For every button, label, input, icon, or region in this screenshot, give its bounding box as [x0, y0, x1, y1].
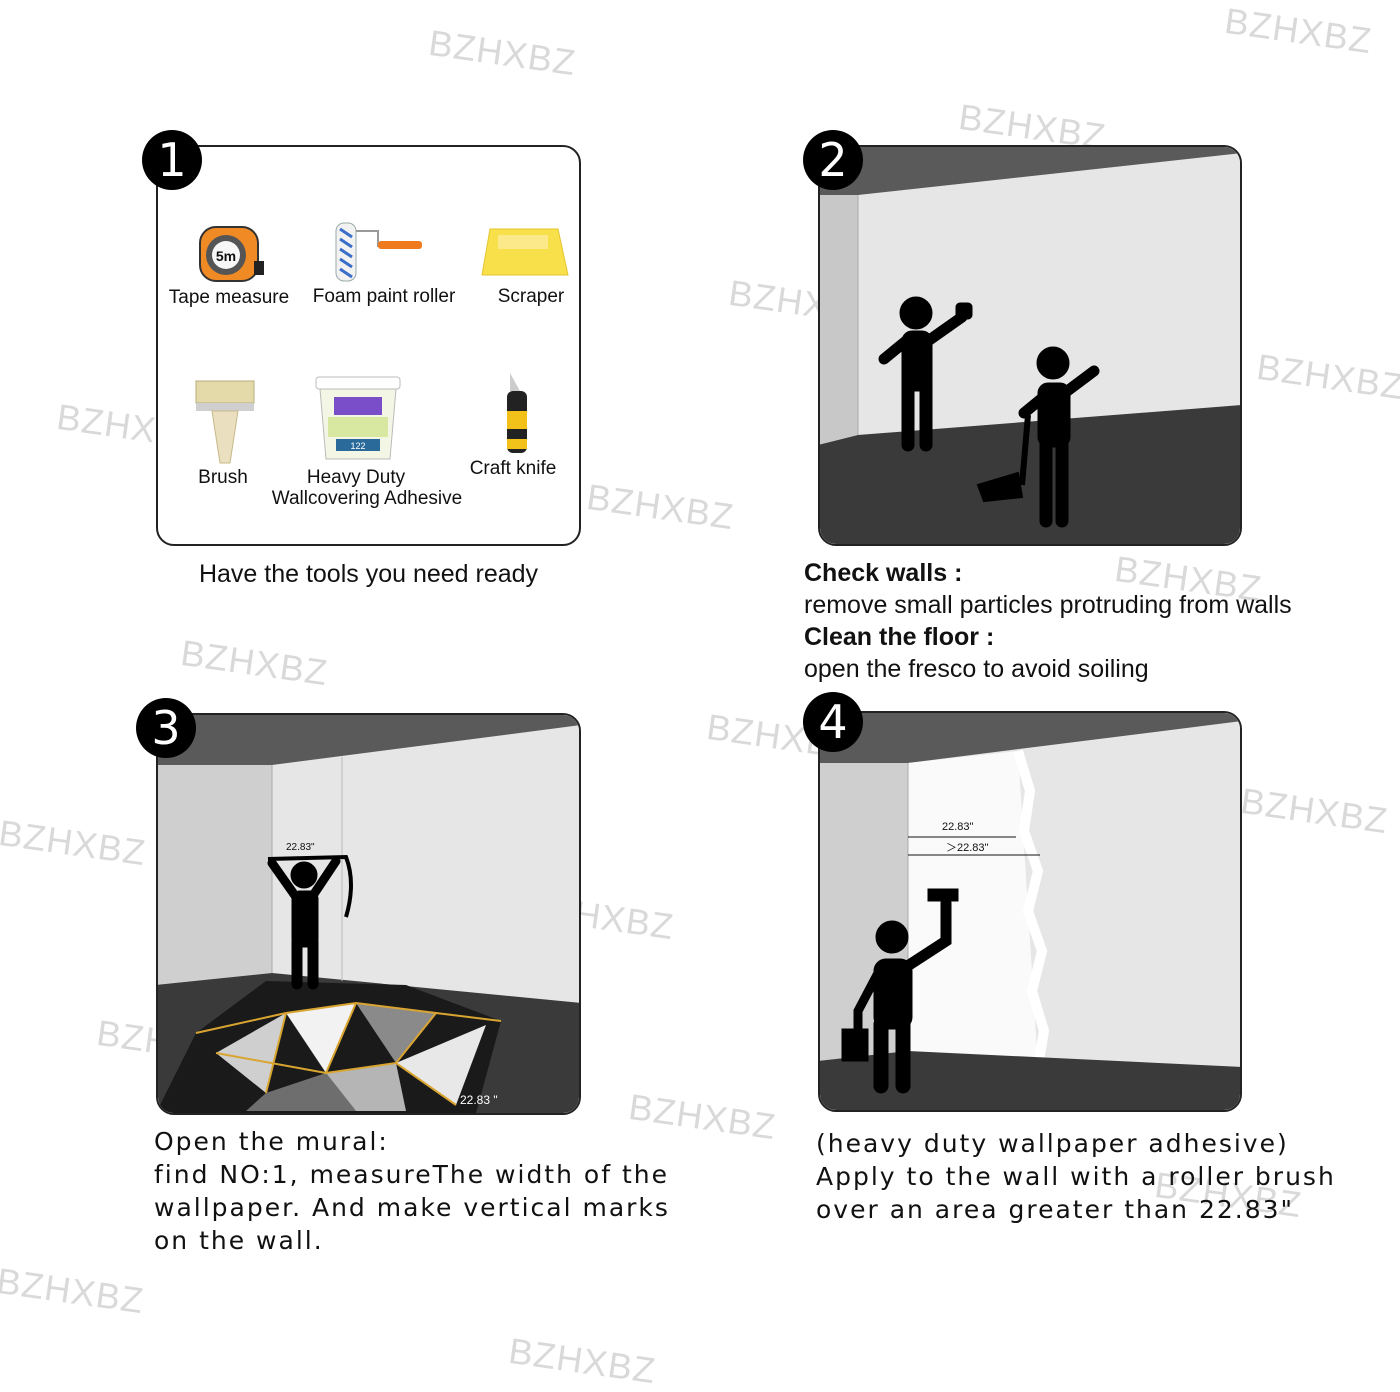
person-cleaning-wall-icon	[878, 296, 973, 452]
step-4-text: Apply to the wall with a roller brush	[816, 1162, 1336, 1191]
measure-label: ＞22.83"	[946, 842, 989, 854]
watermark: BZHXBZ	[1238, 780, 1391, 842]
person-mopping-floor-icon	[976, 346, 1100, 528]
tool-label: Heavy Duty	[306, 467, 406, 488]
step-number-badge: 4	[803, 692, 863, 752]
step-3-text: on the wall.	[154, 1226, 324, 1255]
step-2-text-floor: open the fresco to avoid soiling	[804, 655, 1149, 683]
measure-label: 22.83"	[942, 821, 974, 833]
measure-label: 22.83"	[286, 842, 315, 853]
watermark: BZHXBZ	[506, 1330, 659, 1392]
step-3-text: find NO:1, measureThe width of the	[154, 1160, 669, 1189]
step-4-text: (heavy duty wallpaper adhesive)	[816, 1129, 1289, 1158]
watermark: BZHXBZ	[626, 1086, 779, 1148]
svg-text:5m: 5m	[216, 248, 236, 264]
step-3-heading: Open the mural:	[154, 1127, 389, 1156]
watermark: BZHXBZ	[0, 1260, 147, 1322]
watermark: BZHXBZ	[0, 812, 149, 874]
step-2-text-walls: remove small particles protruding from w…	[804, 591, 1292, 619]
svg-text:122: 122	[350, 441, 365, 451]
step-number-badge: 2	[803, 130, 863, 190]
room-panel: 22.83" ＞22.83"	[818, 711, 1242, 1112]
tool-label: Foam paint roller	[312, 286, 456, 307]
tape-measure-icon: 5m	[199, 226, 264, 282]
room-panel	[818, 145, 1242, 546]
paint-roller-icon	[335, 222, 422, 282]
tool-label: Tape measure	[168, 287, 290, 308]
tool-label: Wallcovering Adhesive	[271, 488, 463, 509]
step-number-badge: 1	[142, 130, 202, 190]
person-rolling-adhesive-icon	[841, 888, 959, 1094]
person-measuring-icon	[267, 854, 353, 990]
watermark: BZHXBZ	[1254, 346, 1400, 408]
step-2-heading-floor: Clean the floor :	[804, 623, 995, 651]
scraper-icon	[481, 228, 569, 276]
room-panel: 22.83" 22.83 "	[156, 713, 581, 1115]
craft-knife-icon	[507, 373, 527, 453]
tool-label: Brush	[198, 467, 248, 488]
tool-label: Craft knife	[469, 458, 557, 479]
step-2-heading-walls: Check walls :	[804, 559, 963, 587]
watermark: BZHXBZ	[584, 476, 737, 538]
step-3-text: wallpaper. And make vertical marks	[154, 1193, 670, 1222]
mural-floor-pattern	[158, 981, 502, 1113]
watermark: BZHXBZ	[178, 632, 331, 694]
watermark: BZHXBZ	[1222, 0, 1375, 62]
step-4-text: over an area greater than 22.83"	[816, 1195, 1295, 1224]
brush-icon	[195, 380, 255, 464]
step-1-caption: Have the tools you need ready	[198, 560, 539, 588]
tools-panel: 5m Tape measure Foam paint roller Scrape…	[156, 145, 581, 546]
watermark: BZHXBZ	[426, 22, 579, 84]
tool-label: Scraper	[497, 286, 565, 307]
step-number-badge: 3	[136, 698, 196, 758]
adhesive-bucket-icon: 122	[315, 376, 401, 460]
measure-label: 22.83 "	[460, 1093, 498, 1107]
